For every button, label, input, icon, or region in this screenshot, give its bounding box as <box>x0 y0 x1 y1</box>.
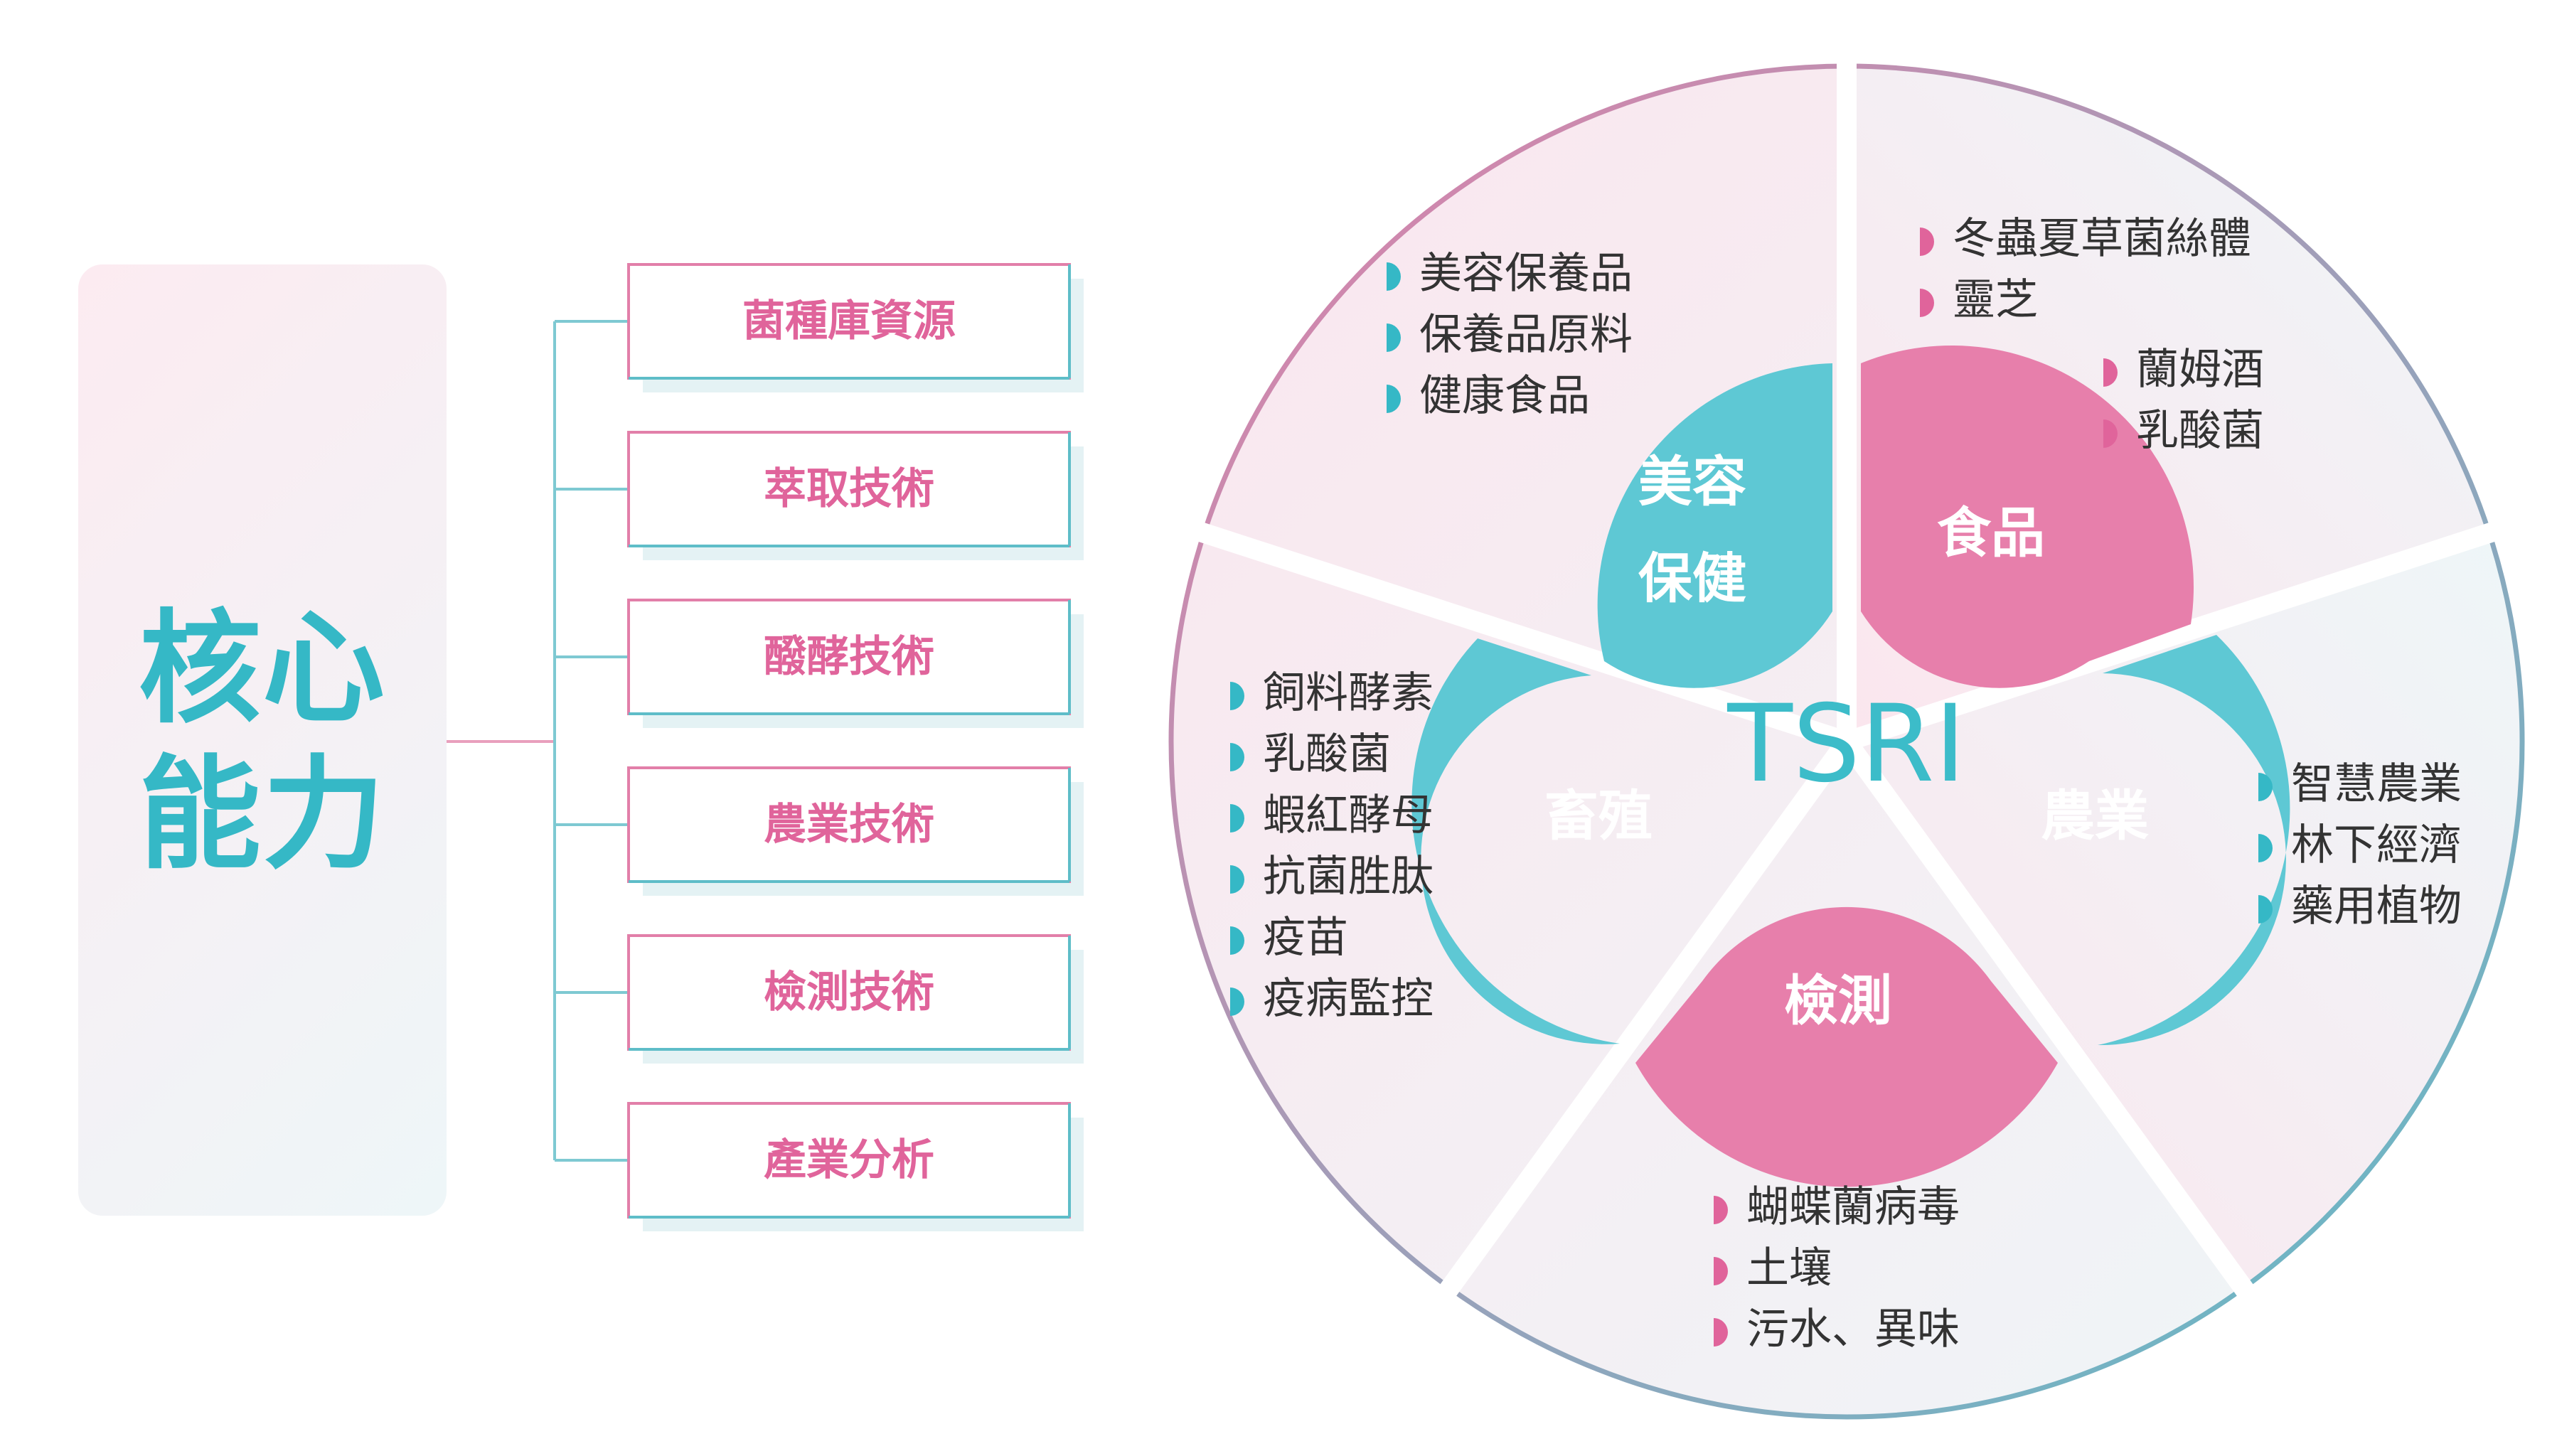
bullet-icon <box>1920 228 1934 256</box>
core-ability-box <box>78 264 447 1216</box>
bullet-icon <box>1230 865 1244 894</box>
bullet-icon <box>2258 834 2273 862</box>
sector-title-beauty-line2: 保健 <box>1638 547 1746 610</box>
sector-title-beauty-line1: 美容 <box>1638 450 1746 513</box>
bullet-icon <box>1387 323 1401 352</box>
list-item: 冬蟲夏草菌絲體 <box>1920 218 2251 260</box>
capability-label: 萃取技術 <box>764 464 934 514</box>
list-item: 保養品原料 <box>1387 314 1633 356</box>
bullet-icon <box>1387 385 1401 413</box>
capability-label: 醱酵技術 <box>764 632 934 682</box>
capability-label: 產業分析 <box>764 1135 934 1185</box>
bullet-icon <box>1230 804 1244 833</box>
sector-title-testing: 檢測 <box>1784 969 1892 1032</box>
list-item: 蝦紅酵母 <box>1230 794 1434 837</box>
sector-title-agriculture: 農業 <box>2041 784 2149 847</box>
list-item: 靈芝 <box>1920 279 2038 321</box>
core-title-line2: 能力 <box>139 743 386 886</box>
bullet-icon <box>1230 987 1244 1016</box>
sector-title-food: 食品 <box>1937 501 2045 564</box>
bullet-icon <box>1230 682 1244 710</box>
capability-card <box>627 766 1084 896</box>
list-item: 飼料酵素 <box>1230 672 1434 714</box>
list-item: 污水、異味 <box>1714 1308 1960 1351</box>
bullet-icon <box>1714 1318 1728 1347</box>
bullet-icon <box>1230 926 1244 955</box>
list-item: 藥用植物 <box>2258 885 2462 928</box>
capability-label: 農業技術 <box>764 800 934 850</box>
list-item: 美容保養品 <box>1387 252 1633 295</box>
list-item: 乳酸菌 <box>1230 733 1391 776</box>
list-item: 疫病監控 <box>1230 978 1434 1020</box>
lobe-testing <box>1635 906 2058 1187</box>
lobe-beauty <box>1597 363 1832 688</box>
sector-dividers <box>1173 43 2521 1319</box>
capability-card <box>627 263 1084 392</box>
sector-title-livestock: 畜殖 <box>1544 784 1653 847</box>
list-item: 林下經濟 <box>2258 824 2462 867</box>
list-item: 乳酸菌 <box>2103 410 2264 452</box>
capability-label: 檢測技術 <box>764 968 934 1017</box>
tree-connectors <box>447 320 654 1162</box>
bullet-icon <box>2103 358 2118 387</box>
bullet-icon <box>1714 1196 1728 1224</box>
capability-card <box>627 934 1084 1064</box>
lobe-agriculture <box>2098 635 2290 1046</box>
capability-card <box>627 599 1084 728</box>
list-item: 智慧農業 <box>2258 763 2462 805</box>
center-title: TSRI <box>1727 682 1966 806</box>
list-item: 健康食品 <box>1387 375 1590 417</box>
bullet-icon <box>1387 262 1401 291</box>
capability-card <box>627 431 1084 560</box>
list-item: 蘭姆酒 <box>2103 348 2264 391</box>
lobe-livestock <box>1411 638 1620 1044</box>
core-title-line1: 核心 <box>139 597 386 740</box>
sector-agriculture-bg <box>1847 533 2522 1288</box>
list-item: 土壤 <box>1714 1247 1832 1290</box>
capability-label: 菌種庫資源 <box>742 296 956 346</box>
bullet-icon <box>2258 773 2273 801</box>
bullet-icon <box>1230 743 1244 771</box>
bullet-icon <box>2103 419 2118 448</box>
list-item: 蝴蝶蘭病毒 <box>1714 1186 1960 1228</box>
bullet-icon <box>2258 895 2273 924</box>
bullet-icon <box>1714 1257 1728 1285</box>
list-item: 疫苗 <box>1230 916 1348 959</box>
capability-card <box>627 1102 1084 1231</box>
bullet-icon <box>1920 289 1934 317</box>
capability-cards <box>627 263 1084 1231</box>
list-item: 抗菌胜肽 <box>1230 855 1434 898</box>
